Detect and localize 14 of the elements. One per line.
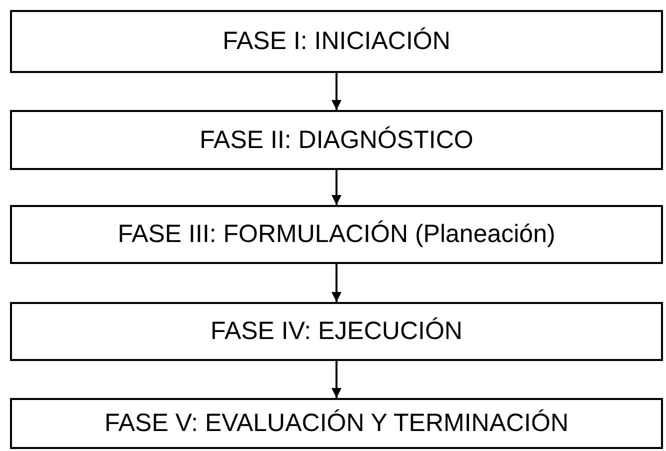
phase-label: FASE V: EVALUACIÓN Y TERMINACIÓN — [104, 409, 568, 438]
phase-box — [10, 205, 663, 264]
arrow — [332, 170, 342, 205]
phase-box — [10, 10, 663, 73]
phase-label: FASE I: INICIACIÓN — [222, 27, 450, 56]
phase-label: FASE III: FORMULACIÓN (Planeación) — [118, 220, 556, 249]
phase-box — [10, 398, 663, 449]
arrow — [332, 73, 342, 110]
phase-box — [10, 302, 663, 361]
arrow — [332, 361, 342, 398]
phase-label: FASE IV: EJECUCIÓN — [210, 317, 462, 346]
arrow — [332, 264, 342, 302]
phase-box — [10, 110, 663, 170]
phase-label: FASE II: DIAGNÓSTICO — [200, 126, 474, 154]
